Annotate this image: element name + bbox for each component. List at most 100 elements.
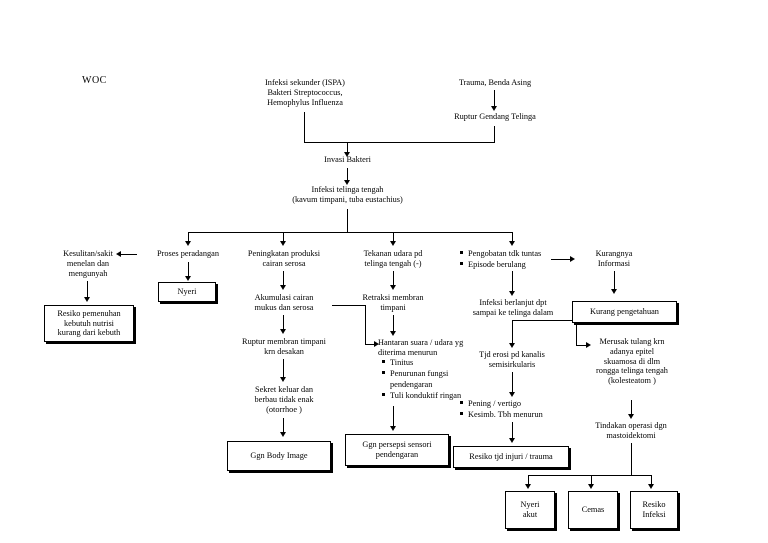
connector-isekunder-down [304,112,306,143]
arrow-erosi-bullets [509,392,515,397]
box-resiko-infeksi[interactable]: Resiko Infeksi [630,491,678,529]
box-cemas[interactable]: Cemas [568,491,618,529]
page-title: WOC [82,75,107,86]
node-merusak-tulang: Merusak tulang krn adanya epitel skuamos… [596,337,668,386]
arrow-merusak-operasi [628,414,634,419]
node-kesulitan-menelan: Kesulitan/sakit menelan dan mengunyah [63,249,113,278]
bullet-item: Pengobatan tdk tuntas [460,249,580,260]
box-nyeri-akut[interactable]: Nyeri akut [505,491,555,529]
node-peningkatan-produksi: Peningkatan produksi cairan serosa [247,249,321,268]
connector-akumulasi-hantaran-h [332,305,366,307]
arrow-bullets-resiko-injuri [509,438,515,443]
arrow-dist-1 [185,241,191,246]
node-kurangnya-informasi: Kurangnya Informasi [595,249,633,268]
bullet-item: Tinitus [382,358,490,369]
box-resiko-nutrisi[interactable]: Resiko pemenuhan kebutuh nutrisi kurang … [44,305,134,342]
connector-peradangan-kesulitan [121,253,137,255]
connector-berlanjut-merusak-v [576,320,578,345]
arrow-merge-invasi [344,152,350,157]
connector-bullets-resiko-injuri [512,422,514,440]
arrow-bottom-2 [588,484,594,489]
arrow-invasi-infeksi [344,180,350,185]
bullet-item: Pening / vertigo [460,399,585,410]
arrow-tekanan-retraksi [390,285,396,290]
arrow-peradangan-kesulitan [116,250,121,257]
bullet-text: Tuli konduktif ringan [390,391,462,401]
node-invasi-bakteri: Invasi Bakteri [324,155,371,164]
arrow-dist-3 [390,241,396,246]
arrow-bottom-3 [648,484,654,489]
node-tindakan-operasi: Tindakan operasi dgn mastoidektomi [595,421,667,440]
box-ggn-body-image[interactable]: Ggn Body Image [227,441,331,471]
box-resiko-injuri[interactable]: Resiko tjd injuri / trauma [453,446,569,468]
node-tjd-erosi: Tjd erosi pd kanalis semisirkularis [479,350,545,369]
connector-bottom-leg-3 [651,475,653,486]
bullet-marker-icon [460,410,468,416]
arrow-peradangan-nyeri [185,276,191,281]
bullet-marker-icon [460,399,468,404]
node-proses-peradangan: Proses peradangan [157,249,219,258]
bullet-marker-icon [382,358,390,363]
box-kurang-pengetahuan[interactable]: Kurang pengetahuan [572,301,677,323]
connector-informasi-pengetahuan [614,271,616,291]
arrow-dist-4 [509,241,515,246]
connector-berlanjut-merusak-h [512,320,577,322]
arrow-retraksi-hantaran [390,331,396,336]
connector-retraksi-hantaran [393,315,395,333]
bullet-text: Pening / vertigo [468,399,522,408]
connector-dist-leg-3 [393,232,395,243]
box-nyeri[interactable]: Nyeri [158,282,216,302]
bullet-item: Episode berulang [460,260,580,271]
arrow-hantaran-persepsi [390,426,396,431]
connector-sekret-bodyimage [283,418,285,434]
connector-akumulasi-hantaran-v [365,305,367,344]
bullet-list-pengobatan: Pengobatan tdk tuntas Episode berulang [460,249,580,272]
arrow-kesulitan-nutrisi [84,297,90,302]
connector-dist-leg-1 [188,232,190,243]
arrow-informasi-pengetahuan [611,289,617,294]
node-akumulasi-cairan: Akumulasi cairan mukus dan serosa [254,293,314,312]
node-ruptur-membran: Ruptur membran timpani krn desakan [242,337,326,356]
arrow-akumulasi-hantaran [374,340,379,347]
node-infeksi-telinga-tengah: Infeksi telinga tengah (kavum timpani, t… [292,185,403,204]
bullet-marker-icon [460,249,468,254]
bullet-text: Episode berulang [468,260,526,270]
arrow-berlanjut-erosi [509,343,515,348]
connector-bottom-leg-2 [591,475,593,486]
connector-berlanjut-merusak-h2 [576,344,588,346]
connector-merusak-operasi [631,400,633,416]
connector-pengobatan-informasi [551,258,572,260]
connector-kesulitan-nutrisi [87,281,89,299]
arrow-berlanjut-merusak [586,341,591,348]
bullet-text: Kesimb. Tbh menurun [468,410,543,420]
connector-ruptur-down [494,126,496,143]
arrow-trauma-ruptur [491,106,497,111]
arrow-bottom-1 [525,484,531,489]
bullet-list-erosi: Pening / vertigo Kesimb. Tbh menurun [460,399,585,422]
connector-bottom-bar [528,475,652,477]
node-retraksi-membran: Retraksi membran timpani [362,293,424,312]
bullet-text: Tinitus [390,358,414,367]
connector-dist-bar [188,232,513,234]
connector-peningkatan-akumulasi [283,271,285,287]
connector-akumulasi-ruptur [283,315,285,331]
bullet-item: Kesimb. Tbh menurun [460,410,585,421]
arrow-pengobatan-informasi [570,255,575,262]
arrow-peningkatan-akumulasi [280,285,286,290]
connector-tekanan-retraksi [393,271,395,287]
connector-merge-stem [347,142,349,154]
bullet-text: Pengobatan tdk tuntas [468,249,542,258]
bullet-list-hantaran: Tinitus Penurunan fungsi pendengaran Tul… [382,358,490,403]
arrow-ruptur-sekret [280,377,286,382]
node-trauma: Trauma, Benda Asing [458,78,532,87]
connector-bottom-leg-1 [528,475,530,486]
node-infeksi-berlanjut: Infeksi berlanjut dpt sampai ke telinga … [472,298,554,317]
box-ggn-persepsi[interactable]: Ggn persepsi sensori pendengaran [345,434,449,466]
bullet-marker-icon [382,369,390,375]
arrow-dist-2 [280,241,286,246]
connector-trauma-ruptur [494,90,496,108]
connector-invasi-infeksi [347,168,349,182]
connector-berlanjut-erosi-v [512,320,514,345]
connector-dist-stem [347,209,349,233]
